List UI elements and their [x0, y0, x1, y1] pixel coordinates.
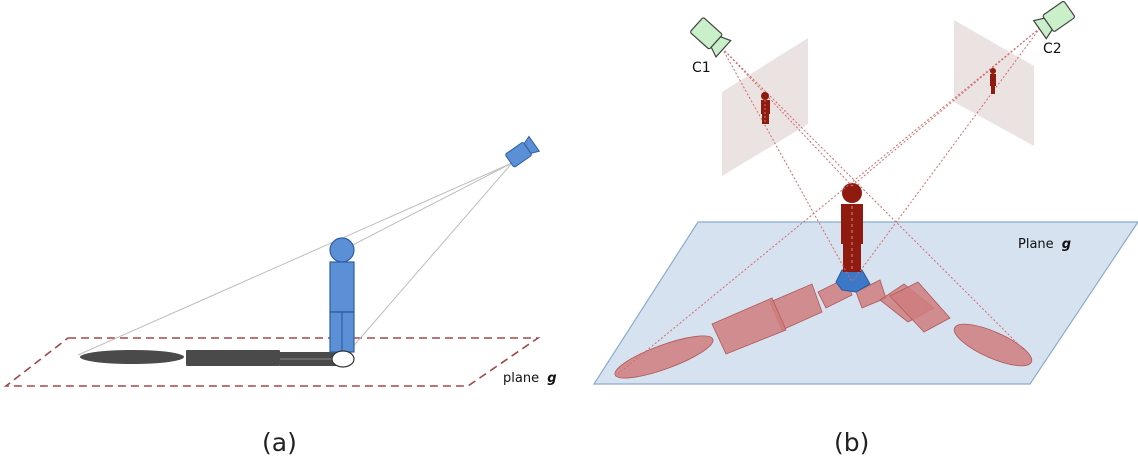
camera-c2-label: C2 — [1043, 41, 1062, 57]
plane-label-b-symbol: g — [1062, 237, 1071, 252]
ray-c1-shadow-right — [721, 47, 1025, 351]
person-b-legs — [843, 244, 861, 272]
panel-b: C1 C2 Plane g — [592, 0, 1138, 385]
shadow-head-a — [80, 350, 184, 364]
plane-label-b: Plane g — [1018, 237, 1071, 252]
caption-b: (b) — [834, 428, 870, 457]
ray-a-2 — [342, 162, 513, 251]
camera-c1-icon — [690, 17, 732, 58]
ray-a-1 — [77, 162, 513, 356]
plane-label-a: plane g — [503, 371, 557, 386]
ray-a-3 — [349, 162, 513, 351]
shadow-b-left-head — [614, 335, 714, 379]
rays-b — [617, 27, 1041, 375]
camera-c1-label: C1 — [692, 60, 711, 76]
caption-a: (a) — [262, 428, 297, 457]
ray-c1-foot — [721, 47, 853, 283]
ray-c2-shadow-left — [617, 27, 1041, 375]
person-a-foot-point — [331, 350, 355, 368]
person-a-head — [329, 237, 355, 263]
projection-c2 — [990, 68, 996, 94]
ground-plane-a — [3, 337, 541, 387]
shadow-b-right-head — [953, 323, 1033, 367]
panel-a: plane g — [3, 135, 557, 387]
ray-c1-head — [721, 47, 853, 187]
person-b — [841, 183, 863, 272]
ray-c2-foot — [851, 27, 1041, 283]
camera-c2-icon — [1032, 0, 1076, 40]
plane-label-a-symbol: g — [547, 371, 556, 386]
plane-label-a-word: plane — [503, 371, 539, 386]
foot-point-b — [835, 269, 871, 293]
person-a — [329, 237, 355, 368]
person-b-head — [842, 183, 862, 203]
shadows-b — [614, 277, 1033, 379]
projection-c1 — [761, 92, 770, 124]
plane-label-b-word: Plane — [1018, 237, 1054, 252]
ray-c2-head — [851, 27, 1041, 187]
shadow-b-right-3 — [889, 281, 951, 333]
camera-a-icon — [505, 135, 541, 168]
person-a-body — [329, 261, 355, 313]
shadow-b-left-3 — [711, 297, 787, 355]
shadow-body-a — [186, 350, 280, 366]
